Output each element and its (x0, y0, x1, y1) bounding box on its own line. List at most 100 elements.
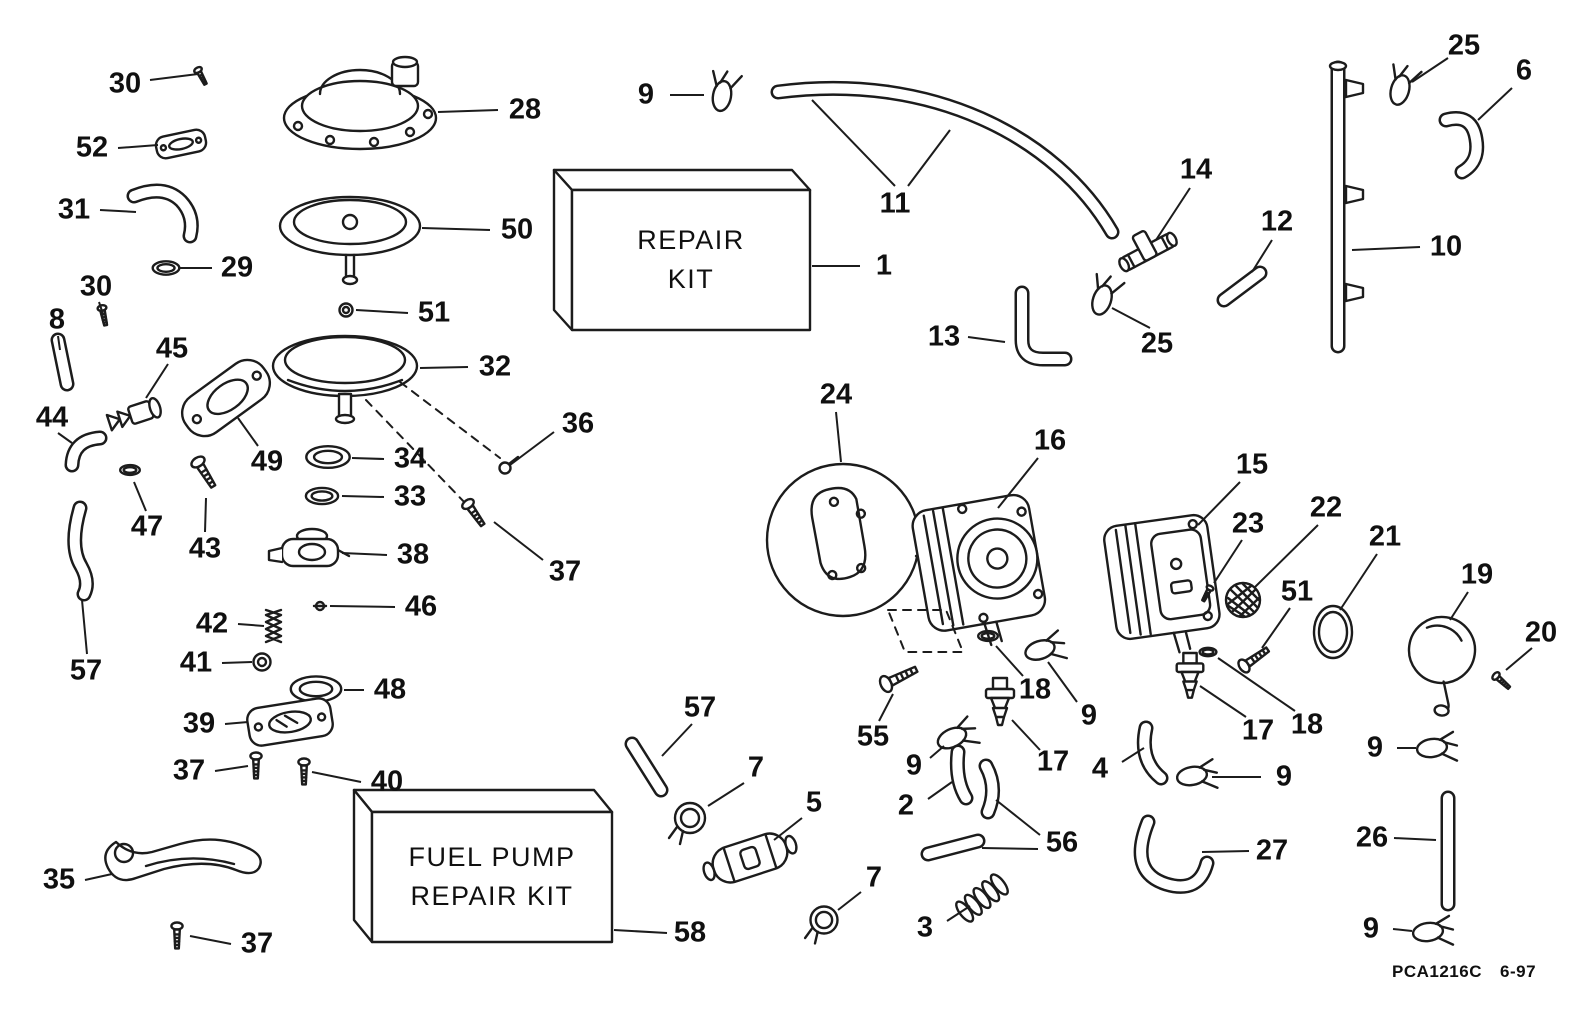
leader-line-3 (946, 905, 971, 922)
part-number-42: 42 (195, 607, 229, 640)
repair-kit-box-label: REPAIR KIT (572, 190, 810, 330)
part-38-check-valve-icon (269, 529, 349, 566)
part-number-50: 50 (500, 213, 534, 246)
part-number-43: 43 (188, 532, 222, 565)
leader-line-18 (995, 645, 1024, 677)
part-number-11: 11 (879, 187, 911, 220)
part-number-32: 32 (478, 350, 512, 383)
leader-line-10 (1351, 246, 1421, 251)
part-10-fuel-rail-icon (1330, 62, 1363, 346)
part-number-30: 30 (79, 270, 113, 303)
part-number-48: 48 (373, 673, 407, 706)
leader-line-38 (341, 552, 388, 556)
part-49-gasket-icon (174, 352, 278, 444)
part-number-1: 1 (875, 249, 893, 282)
part-number-5: 5 (805, 786, 823, 819)
part-number-51: 51 (417, 296, 451, 329)
leader-line-58 (613, 929, 668, 934)
part-number-44: 44 (35, 401, 69, 434)
exploded-guide-box (888, 610, 963, 652)
leader-line-43 (204, 497, 207, 533)
leader-line-21 (1339, 553, 1378, 611)
leader-line-2 (927, 781, 953, 800)
part-number-2: 2 (897, 789, 915, 822)
part-15-fuel-pump-icon (1102, 513, 1224, 660)
part-number-57: 57 (683, 691, 717, 724)
part-35-bracket-icon (105, 840, 260, 881)
part-number-45: 45 (155, 332, 189, 365)
part-24-gasket-detail-icon (767, 464, 940, 616)
part-number-28: 28 (508, 93, 542, 126)
part-number-36: 36 (561, 407, 595, 440)
leader-line-33 (341, 495, 385, 498)
repair-kit-label-line1: REPAIR (637, 224, 745, 255)
part-number-19: 19 (1460, 558, 1494, 591)
leader-line-13 (967, 336, 1006, 343)
leader-line-16 (997, 457, 1039, 509)
leader-line-24 (835, 411, 842, 463)
part-17-fitting-icon (1177, 653, 1204, 698)
part-number-16: 16 (1033, 424, 1067, 457)
leader-line-7 (837, 891, 862, 911)
leader-line-18 (1217, 657, 1296, 712)
leader-line-31 (99, 209, 137, 213)
part-number-30: 30 (108, 67, 142, 100)
part-number-6: 6 (1515, 54, 1533, 87)
leader-line-9 (1392, 928, 1413, 932)
part-number-7: 7 (865, 861, 883, 894)
part-46-pin-icon (314, 602, 326, 610)
leader-line-7 (707, 782, 745, 807)
part-number-9: 9 (1080, 699, 1098, 732)
leader-line-17 (1011, 719, 1041, 751)
part-32-pump-body-icon (273, 336, 417, 423)
part-number-37: 37 (240, 927, 274, 960)
part-number-18: 18 (1290, 708, 1324, 741)
leader-line-37 (493, 521, 544, 561)
part-number-47: 47 (130, 510, 164, 543)
part-number-37: 37 (172, 754, 206, 787)
part-number-13: 13 (927, 320, 961, 353)
part-number-52: 52 (75, 131, 109, 164)
leader-line-19 (1449, 591, 1469, 621)
part-52-gasket-icon (154, 128, 207, 160)
leader-line-4 (1121, 747, 1145, 763)
part-number-18: 18 (1018, 673, 1052, 706)
part-5-fuel-filter-icon (699, 826, 801, 890)
leader-line-12 (1251, 239, 1273, 273)
leader-line-56 (981, 847, 1039, 850)
leader-line-36 (509, 431, 555, 466)
part-number-31: 31 (57, 193, 91, 226)
part-number-24: 24 (819, 378, 853, 411)
leader-line-50 (421, 227, 491, 231)
exploded-guide-lines (366, 382, 500, 506)
part-number-25: 25 (1140, 327, 1174, 360)
leader-line-42 (237, 623, 265, 627)
part-number-9: 9 (1275, 760, 1293, 793)
leader-line-23 (1213, 539, 1243, 584)
leader-line-15 (1197, 481, 1241, 526)
leader-line-9 (929, 745, 945, 759)
part-number-23: 23 (1231, 507, 1265, 540)
leader-line-9 (1047, 661, 1078, 703)
part-51-nut-icon (340, 304, 353, 317)
part-number-38: 38 (396, 538, 430, 571)
part-number-22: 22 (1309, 491, 1343, 524)
part-number-9: 9 (905, 749, 923, 782)
part-number-27: 27 (1255, 834, 1289, 867)
leader-line-40 (311, 771, 362, 783)
fuel-pump-repair-kit-box-icon (354, 790, 612, 942)
fuel-kit-label-line1: FUEL PUMP (408, 841, 576, 872)
leader-line-49 (237, 417, 259, 447)
part-45-fitting-icon (106, 397, 163, 432)
leader-line-55 (878, 693, 894, 722)
part-22-filter-screen-icon (1226, 583, 1260, 617)
leader-line-34 (351, 457, 385, 460)
part-17-fitting-icon (986, 678, 1014, 725)
leader-line-51 (355, 309, 409, 314)
part-number-56: 56 (1045, 826, 1079, 859)
part-number-9: 9 (1362, 912, 1380, 945)
leader-line-44 (57, 432, 73, 444)
